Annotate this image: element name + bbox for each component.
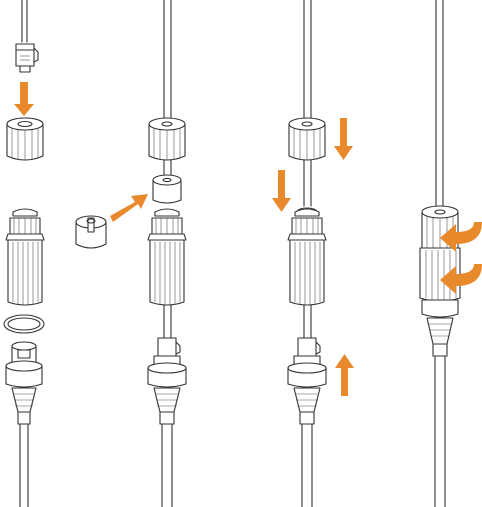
step-3-seal-nut-cap [288, 117, 326, 161]
step-3-lower-cable [303, 304, 312, 339]
step-2-mid-cable [163, 159, 172, 177]
step-4-top-cable [435, 0, 444, 211]
loose-rubber-seal [75, 215, 107, 249]
step-3-mid-cable [303, 159, 312, 207]
step-1-bottom-cable [19, 423, 29, 507]
assembled-connector [419, 205, 461, 357]
step-3-plug-socket [287, 337, 327, 425]
step-3-threaded-body [287, 207, 327, 306]
step-2-seal-nut-cap [148, 117, 186, 161]
arrow-down-icon [334, 118, 353, 160]
step-1 [3, 0, 45, 507]
curve-arrow-left-icon [440, 264, 482, 294]
step-2-lower-cable [163, 304, 172, 339]
arrow-up-icon [335, 354, 354, 396]
step-3-top-cable [303, 0, 312, 123]
step-3-bottom-cable [301, 423, 313, 507]
arrow-up-right-icon [110, 194, 148, 222]
o-ring [3, 314, 45, 334]
curve-arrow-left-icon [440, 222, 482, 252]
step-2-threaded-body [147, 208, 187, 306]
step-1-top-cable [21, 0, 28, 43]
step-2-plug-socket [147, 337, 187, 425]
step-2-bottom-cable [161, 423, 173, 507]
socket-connector [5, 341, 43, 425]
step-2 [75, 0, 187, 507]
step-4 [419, 0, 482, 507]
arrow-down-icon [272, 170, 291, 212]
threaded-body [5, 208, 45, 306]
step-2-rubber-seal [152, 174, 182, 204]
step-3 [272, 0, 354, 507]
step-2-top-cable [163, 0, 172, 123]
rj45-plug [15, 43, 39, 73]
step-4-bottom-cable [434, 355, 446, 507]
seal-nut-cap [6, 117, 44, 161]
arrow-down-icon [14, 82, 34, 116]
